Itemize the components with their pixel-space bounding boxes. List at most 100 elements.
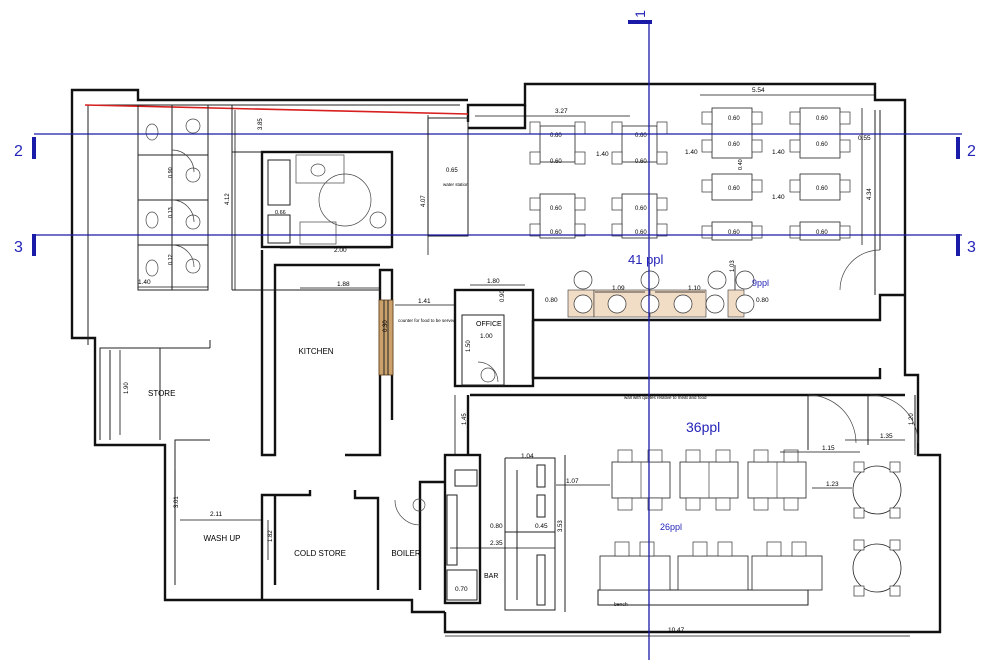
dim-label: 4.07 [421,195,427,207]
section-3-left-label: 3 [14,239,23,256]
dim-label: 1.50 [466,340,472,352]
section-lines [32,20,962,660]
section-2-left-label: 2 [14,143,23,160]
bar-counter [567,270,755,318]
wall-quotes-note: wall with quotes relative to meat and fo… [624,395,707,400]
tbl-label: 0.60 [635,206,647,212]
dim-label: 1.40 [772,194,785,201]
red-wall-line [84,104,469,115]
washup-label: WASH UP [203,534,240,543]
dim-label: 0.45 [535,523,548,530]
dim-label: 4.34 [867,188,873,200]
office [453,288,535,388]
dim-label: 0.80 [756,297,769,304]
kitchen-label: KITCHEN [298,347,333,356]
dim-label: 0.55 [858,135,871,142]
tbl-label: 0.60 [816,142,828,148]
water-station-label: water station [443,182,469,187]
dim-label: 3.01 [174,496,180,508]
tbl-label: 0.60 [728,142,740,148]
dim-label: 0.40 [738,159,744,170]
upper-tables: 0.60 0.60 0.60 0.60 0.60 0.60 0.60 0.60 … [529,107,851,241]
water-station [427,117,469,237]
tbl-label: 0.60 [635,230,647,236]
dim-label: 1.09 [612,285,625,292]
wc-block [137,104,233,291]
dim-label: 1.40 [596,151,609,158]
section-1-label: 1 [632,10,648,18]
tbl-label: 0.60 [550,159,562,165]
tbl-label: 0.60 [728,116,740,122]
kitchen-walls [260,250,394,457]
dim-label: 0.65 [446,168,458,174]
washroom [260,150,394,249]
dim-label: 3.53 [558,520,564,532]
dim-label: 3.27 [555,108,568,115]
tbl-label: 0.60 [816,230,828,236]
dim-label: 0.12 [168,254,174,265]
tbl-label: 0.60 [816,186,828,192]
dim-label: 0.90 [500,290,506,302]
tbl-label: 0.60 [550,230,562,236]
dim-label: 1.45 [462,413,468,425]
tbl-label: 0.60 [816,116,828,122]
dim-label: 2.11 [210,511,223,518]
dimension-lines [119,94,916,637]
tbl-label: 0.60 [728,186,740,192]
exterior-walls [70,82,942,634]
dim-label: 1.04 [521,453,534,460]
lower-dining-walls [443,394,919,612]
dim-label: 0.80 [545,297,558,304]
dim-label: 10.47 [668,627,685,634]
dim-label: 4.12 [225,193,231,205]
dim-label: 3.85 [258,118,264,130]
dim-label: 1.15 [822,445,835,452]
dim-label: 0.70 [455,586,468,593]
coldstore-label: COLD STORE [294,549,346,558]
dim-label: 0.90 [168,167,174,178]
dim-label: 1.88 [337,281,350,288]
back-rooms [260,480,445,600]
tbl-label: 0.60 [550,206,562,212]
section-3-right-label: 3 [967,239,976,256]
dim-label: 1.03 [730,260,736,272]
capacity-bar-counter: 9ppl [752,278,769,288]
dim-label: 0.66 [275,210,286,216]
tbl-label: 0.60 [728,230,740,236]
section-2-right-label: 2 [967,143,976,160]
upper-dining-walls [468,105,905,397]
dim-label: 2.35 [490,540,503,547]
dim-label: 5.54 [752,87,765,94]
dim-label: 1.41 [418,298,431,305]
dim-label: 1.35 [880,433,893,440]
dim-label: 2.00 [334,247,347,254]
counter-note: counter for food to be served [398,318,456,323]
boiler-label: BOILER [391,549,421,558]
office-label: OFFICE [476,321,502,328]
dim-label: 1.20 [909,413,915,425]
dim-label: 0.30 [383,320,389,332]
dim-label: 1.07 [566,478,579,485]
dim-label: 1.23 [826,481,839,488]
bar-label: BAR [484,573,498,580]
serving-counter [378,299,394,376]
capacity-upper: 41 ppl [628,252,664,267]
dim-label: 1.40 [138,279,151,286]
dim-label: 1.40 [772,149,785,156]
lower-tables [599,449,902,597]
dim-label: 1.00 [480,333,493,340]
dim-label: 1.40 [685,149,698,156]
dim-label: 1.80 [487,278,500,285]
dim-label: 1.90 [124,382,130,394]
dim-label: 0.13 [168,207,174,218]
dim-label: 0.80 [490,523,503,530]
bench [597,589,809,606]
store-label: STORE [148,389,175,398]
tbl-label: 0.60 [635,159,647,165]
dim-label: 1.10 [688,285,701,292]
tbl-label: 0.60 [635,133,647,139]
dim-label: 1.82 [268,530,274,542]
capacity-lower: 36ppl [686,419,720,435]
tbl-label: 0.60 [550,133,562,139]
